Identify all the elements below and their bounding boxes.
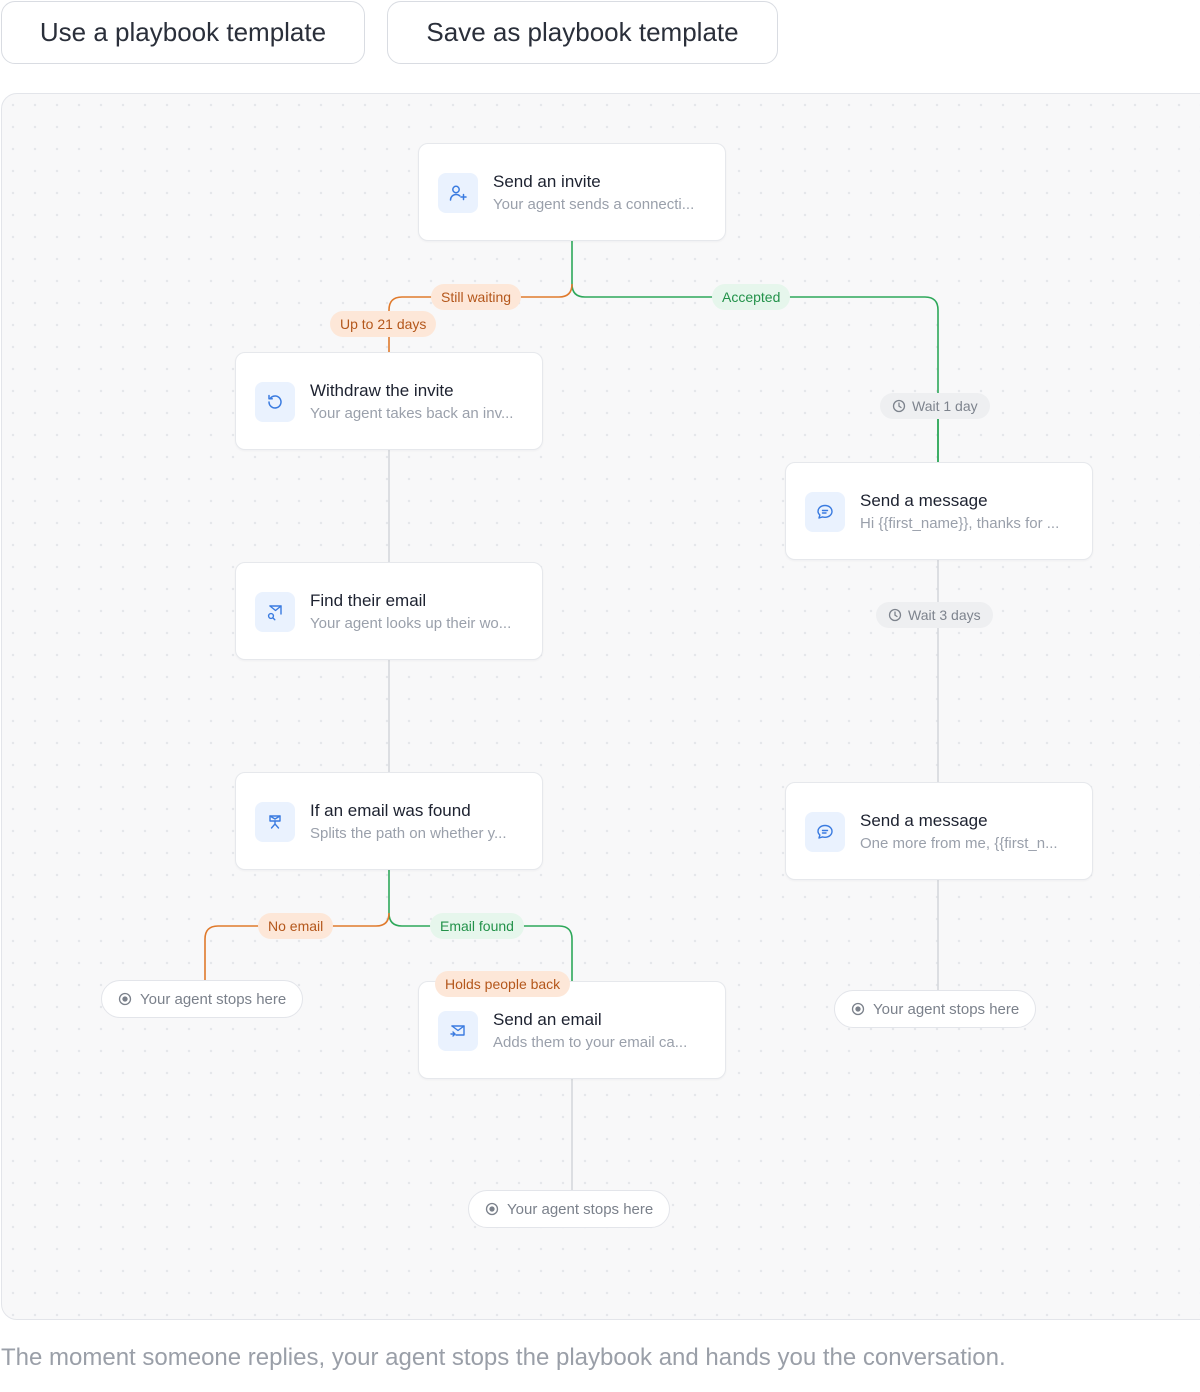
save-as-playbook-template-button[interactable]: Save as playbook template — [387, 1, 778, 64]
undo-icon — [255, 382, 295, 422]
node-send-message-1[interactable]: Send a message Hi {{first_name}}, thanks… — [785, 462, 1093, 560]
branch-split-icon — [255, 802, 295, 842]
branch-label-still-waiting: Still waiting — [431, 284, 522, 310]
mail-send-icon — [438, 1011, 478, 1051]
node-find-email[interactable]: Find their email Your agent looks up the… — [235, 562, 543, 660]
use-playbook-template-button[interactable]: Use a playbook template — [1, 1, 365, 64]
stop-label: Your agent stops here — [507, 1200, 654, 1218]
chat-bubble-icon — [805, 492, 845, 532]
stop-label: Your agent stops here — [140, 990, 287, 1008]
branch-label-no-email: No email — [258, 913, 334, 939]
node-title: Find their email — [310, 591, 427, 610]
clock-icon — [888, 608, 902, 622]
branch-label-accepted: Accepted — [712, 284, 791, 310]
node-title: Withdraw the invite — [310, 381, 454, 400]
mail-search-icon — [255, 592, 295, 632]
node-subtitle: Adds them to your email ca... — [493, 1034, 688, 1051]
node-title: Send a message — [860, 491, 988, 510]
wait-pill-1-day: Wait 1 day — [880, 393, 990, 419]
clock-icon — [892, 399, 906, 413]
node-subtitle: Your agent sends a connecti... — [493, 196, 695, 213]
wait-label: Wait 1 day — [912, 398, 978, 414]
node-title: Send an email — [493, 1010, 602, 1029]
stop-pill-center: Your agent stops here — [468, 1190, 671, 1228]
node-send-email[interactable]: Send an email Adds them to your email ca… — [418, 981, 726, 1079]
stop-circle-icon — [851, 1002, 865, 1016]
node-send-invite[interactable]: Send an invite Your agent sends a connec… — [418, 143, 726, 241]
stop-pill-left: Your agent stops here — [101, 980, 304, 1018]
wait-label: Wait 3 days — [908, 607, 981, 623]
node-subtitle: Your agent looks up their wo... — [310, 615, 512, 632]
delay-label-up-to-21-days: Up to 21 days — [330, 311, 437, 337]
stop-circle-icon — [118, 992, 132, 1006]
node-subtitle: Splits the path on whether y... — [310, 825, 507, 842]
node-send-message-2[interactable]: Send a message One more from me, {{first… — [785, 782, 1093, 880]
playbook-canvas[interactable]: Send an invite Your agent sends a connec… — [1, 93, 1200, 1320]
user-plus-icon — [438, 173, 478, 213]
connector-no-email — [204, 912, 390, 981]
node-subtitle: Hi {{first_name}}, thanks for ... — [860, 515, 1060, 532]
node-title: If an email was found — [310, 801, 471, 820]
wait-pill-3-days: Wait 3 days — [876, 602, 993, 628]
chat-bubble-icon — [805, 812, 845, 852]
node-withdraw-invite[interactable]: Withdraw the invite Your agent takes bac… — [235, 352, 543, 450]
node-if-email-found[interactable]: If an email was found Splits the path on… — [235, 772, 543, 870]
connector-still-waiting — [388, 283, 573, 352]
connector-accepted — [571, 241, 939, 462]
stop-circle-icon — [485, 1202, 499, 1216]
stop-label: Your agent stops here — [873, 1000, 1020, 1018]
branch-label-email-found: Email found — [430, 913, 524, 939]
node-subtitle: One more from me, {{first_n... — [860, 835, 1058, 852]
stop-pill-right: Your agent stops here — [834, 990, 1037, 1028]
badge-holds-people-back: Holds people back — [435, 971, 571, 997]
flow-connectors — [204, 241, 939, 1191]
node-subtitle: Your agent takes back an inv... — [310, 405, 514, 422]
node-title: Send an invite — [493, 172, 601, 191]
node-title: Send a message — [860, 811, 988, 830]
canvas-caption: The moment someone replies, your agent s… — [1, 1344, 1006, 1371]
